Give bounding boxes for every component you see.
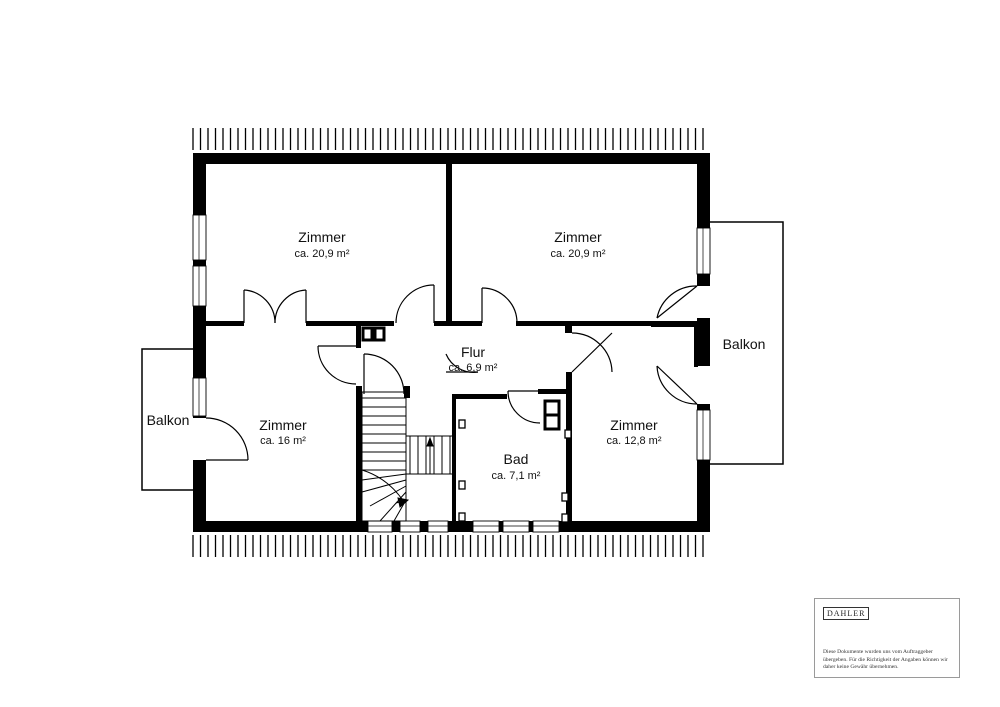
room-name: Zimmer <box>554 229 602 245</box>
stair-winder <box>393 499 407 522</box>
doors <box>205 284 698 461</box>
balcony-left-label: Balkon <box>147 412 190 428</box>
room-flur: Flur ca. 6,9 m² <box>449 344 498 374</box>
disclaimer-box: DAHLER Diese Dokumente wurden uns vom Au… <box>814 598 960 678</box>
balcony-right-label: Balkon <box>723 336 766 352</box>
room-zimmer-right: Zimmer ca. 12,8 m² <box>606 417 661 447</box>
room-name: Flur <box>461 344 485 360</box>
room-bad: Bad ca. 7,1 m² <box>492 451 541 482</box>
room-name: Bad <box>504 451 529 467</box>
roof-hatching-top <box>192 128 704 150</box>
room-zimmer-left: Zimmer ca. 16 m² <box>259 417 307 447</box>
room-area: ca. 20,9 m² <box>294 248 349 260</box>
room-name: Zimmer <box>298 229 346 245</box>
room-zimmer-top-left: Zimmer ca. 20,9 m² <box>294 229 349 260</box>
bath-fixtures <box>458 419 572 523</box>
disclaimer-text: Diese Dokumente wurden uns vom Auftragge… <box>823 649 948 671</box>
room-zimmer-top-right: Zimmer ca. 20,9 m² <box>550 229 605 260</box>
roof-hatching-bottom <box>192 535 704 557</box>
stair-winder <box>369 485 407 507</box>
room-area: ca. 12,8 m² <box>606 435 661 447</box>
balcony-door-openings <box>193 286 710 460</box>
brand-logo: DAHLER <box>823 607 870 620</box>
room-area: ca. 20,9 m² <box>550 248 605 260</box>
stair-winder <box>361 479 407 493</box>
stair-winder <box>379 491 407 522</box>
window-sills <box>198 215 704 527</box>
room-name: Zimmer <box>259 417 307 433</box>
interior-walls <box>206 164 698 521</box>
room-area: ca. 7,1 m² <box>492 470 541 482</box>
room-area: ca. 6,9 m² <box>449 362 498 374</box>
room-area: ca. 16 m² <box>260 435 306 447</box>
staircase <box>361 391 455 522</box>
room-name: Zimmer <box>610 417 658 433</box>
shafts <box>361 326 561 431</box>
stair-winder <box>361 473 407 481</box>
windows <box>192 214 711 533</box>
